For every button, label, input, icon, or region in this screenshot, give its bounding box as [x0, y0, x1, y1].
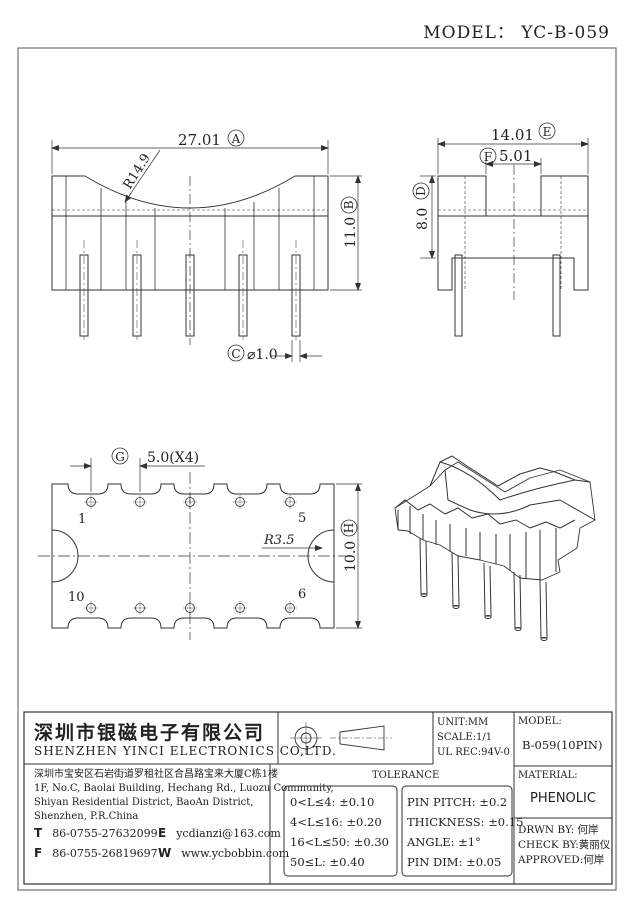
address-line-2: 1F, No.C, Baolai Building, Hechang Rd., … — [34, 783, 334, 794]
tolerance-title: TOLERANCE — [372, 770, 440, 781]
tolerance-length-list: 0<L≤4: ±0.10 4<L≤16: ±0.20 16<L≤50: ±0.3… — [290, 792, 389, 872]
unit-label: UNIT:MM — [437, 717, 489, 728]
tolerance-pin-pitch: PIN PITCH: ±0.2 — [407, 795, 508, 809]
side-view — [420, 138, 589, 337]
signoff-block: DRWN BY: 何岸 CHECK BY:黄丽仪 APPROVED:何岸 — [518, 823, 610, 868]
iso-pin-4 — [513, 571, 522, 629]
side-width-dim: 14.01 — [491, 126, 534, 144]
fax-value: 86-0755-26819697 — [52, 847, 158, 860]
tel-label: T — [34, 826, 43, 840]
side-height-dim: 8.0 — [415, 208, 431, 230]
model-header: MODEL： YC-B-059 — [423, 23, 610, 43]
tolerance-misc-list: PIN PITCH: ±0.2 THICKNESS: ±0.15 ANGLE: … — [407, 792, 523, 872]
pin-label-5: 5 — [298, 511, 306, 526]
tolerance-length-1: 0<L≤4: ±0.10 — [290, 795, 375, 809]
tel-value: 86-0755-27632099 — [52, 827, 158, 840]
fax-label: F — [34, 846, 43, 860]
address-line-4: Shenzhen, P.R.China — [34, 811, 139, 822]
tag-e: E — [543, 125, 552, 139]
tag-a: A — [231, 132, 241, 146]
bottom-view-outline — [51, 483, 335, 629]
pin-label-1: 1 — [78, 512, 86, 527]
iso-pin-1 — [419, 537, 428, 595]
email-value[interactable]: ycdianzi@163.com — [176, 827, 281, 840]
tolerance-length-4: 50≤L: ±0.40 — [290, 855, 365, 869]
drawing-border — [17, 47, 617, 891]
front-view-labels: 27.01 A R14.9 11.0 B C ⌀1.0 — [121, 129, 359, 363]
projection-symbol — [290, 722, 392, 754]
iso-pin-5 — [539, 579, 548, 639]
tolerance-length-2: 4<L≤16: ±0.20 — [290, 815, 382, 829]
tag-b: B — [342, 200, 356, 209]
model-field-label: MODEL: — [518, 716, 562, 727]
material-label: MATERIAL: — [518, 770, 578, 781]
bottom-pin-holes — [84, 495, 297, 615]
ul-rec-label: UL REC:94V-0 — [437, 747, 510, 758]
web-label: W — [158, 846, 172, 860]
iso-pin-3 — [483, 562, 492, 617]
tag-f: F — [484, 150, 492, 164]
approved-by: APPROVED:何岸 — [518, 854, 605, 866]
side-slot-dim: 5.01 — [499, 147, 532, 165]
tolerance-angle: ANGLE: ±1° — [407, 835, 481, 849]
bottom-view-labels: G 5.0(X4) H 10.0 R3.5 1 5 10 6 — [68, 447, 359, 605]
pin-label-6: 6 — [298, 587, 306, 602]
front-width-dim: 27.01 — [178, 131, 221, 149]
address-line-3: Shiyan Residential District, BaoAn Distr… — [34, 797, 254, 808]
email-label: E — [158, 826, 167, 840]
company-address: 深圳市宝安区石岩街道罗租社区合昌路宝来大厦C栋1楼 1F, No.C, Baol… — [34, 768, 334, 824]
bottom-radius-label: R3.5 — [263, 533, 294, 548]
front-view — [51, 140, 362, 362]
tag-g: G — [115, 450, 125, 464]
tag-c: C — [231, 347, 240, 361]
title-block-lines — [23, 711, 613, 885]
address-line-1: 深圳市宝安区石岩街道罗租社区合昌路宝来大厦C栋1楼 — [34, 769, 279, 780]
drawn-by: DRWN BY: 何岸 — [518, 824, 599, 836]
phone-row: T 86-0755-27632099 — [34, 826, 158, 840]
front-pins — [79, 240, 301, 340]
side-pin-right — [552, 254, 561, 337]
tag-h: H — [342, 523, 356, 533]
side-pin-left — [454, 254, 463, 337]
front-height-dim: 11.0 — [343, 217, 359, 248]
tag-d: D — [414, 186, 428, 196]
iso-pin-2 — [451, 551, 460, 607]
fax-row: F 86-0755-26819697 — [34, 846, 158, 860]
front-pin-dim: ⌀1.0 — [247, 347, 278, 363]
tolerance-pin-dim: PIN DIM: ±0.05 — [407, 855, 502, 869]
scale-label: SCALE:1/1 — [437, 732, 493, 743]
model-field-value: B-059(10PIN) — [522, 738, 603, 752]
front-view-body — [51, 175, 329, 291]
tolerance-length-3: 16<L≤50: ±0.30 — [290, 835, 389, 849]
side-view-labels: 14.01 E F 5.01 8.0 D — [412, 122, 556, 230]
side-view-body — [437, 175, 589, 291]
material-value: PHENOLIC — [530, 791, 596, 806]
check-by: CHECK BY:黄丽仪 — [518, 839, 611, 851]
pin-label-10: 10 — [68, 590, 85, 605]
tolerance-thickness: THICKNESS: ±0.15 — [407, 815, 524, 829]
bottom-pitch-dim: 5.0(X4) — [147, 450, 199, 466]
bottom-view — [38, 458, 362, 640]
company-name-en: SHENZHEN YINCI ELECTRONICS CO,LTD. — [34, 744, 337, 758]
front-radius-label: R14.9 — [121, 151, 154, 192]
company-name-cn: 深圳市银磁电子有限公司 — [34, 722, 266, 744]
web-value[interactable]: www.ycbobbin.com — [181, 847, 290, 860]
isometric-view — [394, 455, 596, 641]
bottom-height-dim: 10.0 — [343, 541, 359, 572]
